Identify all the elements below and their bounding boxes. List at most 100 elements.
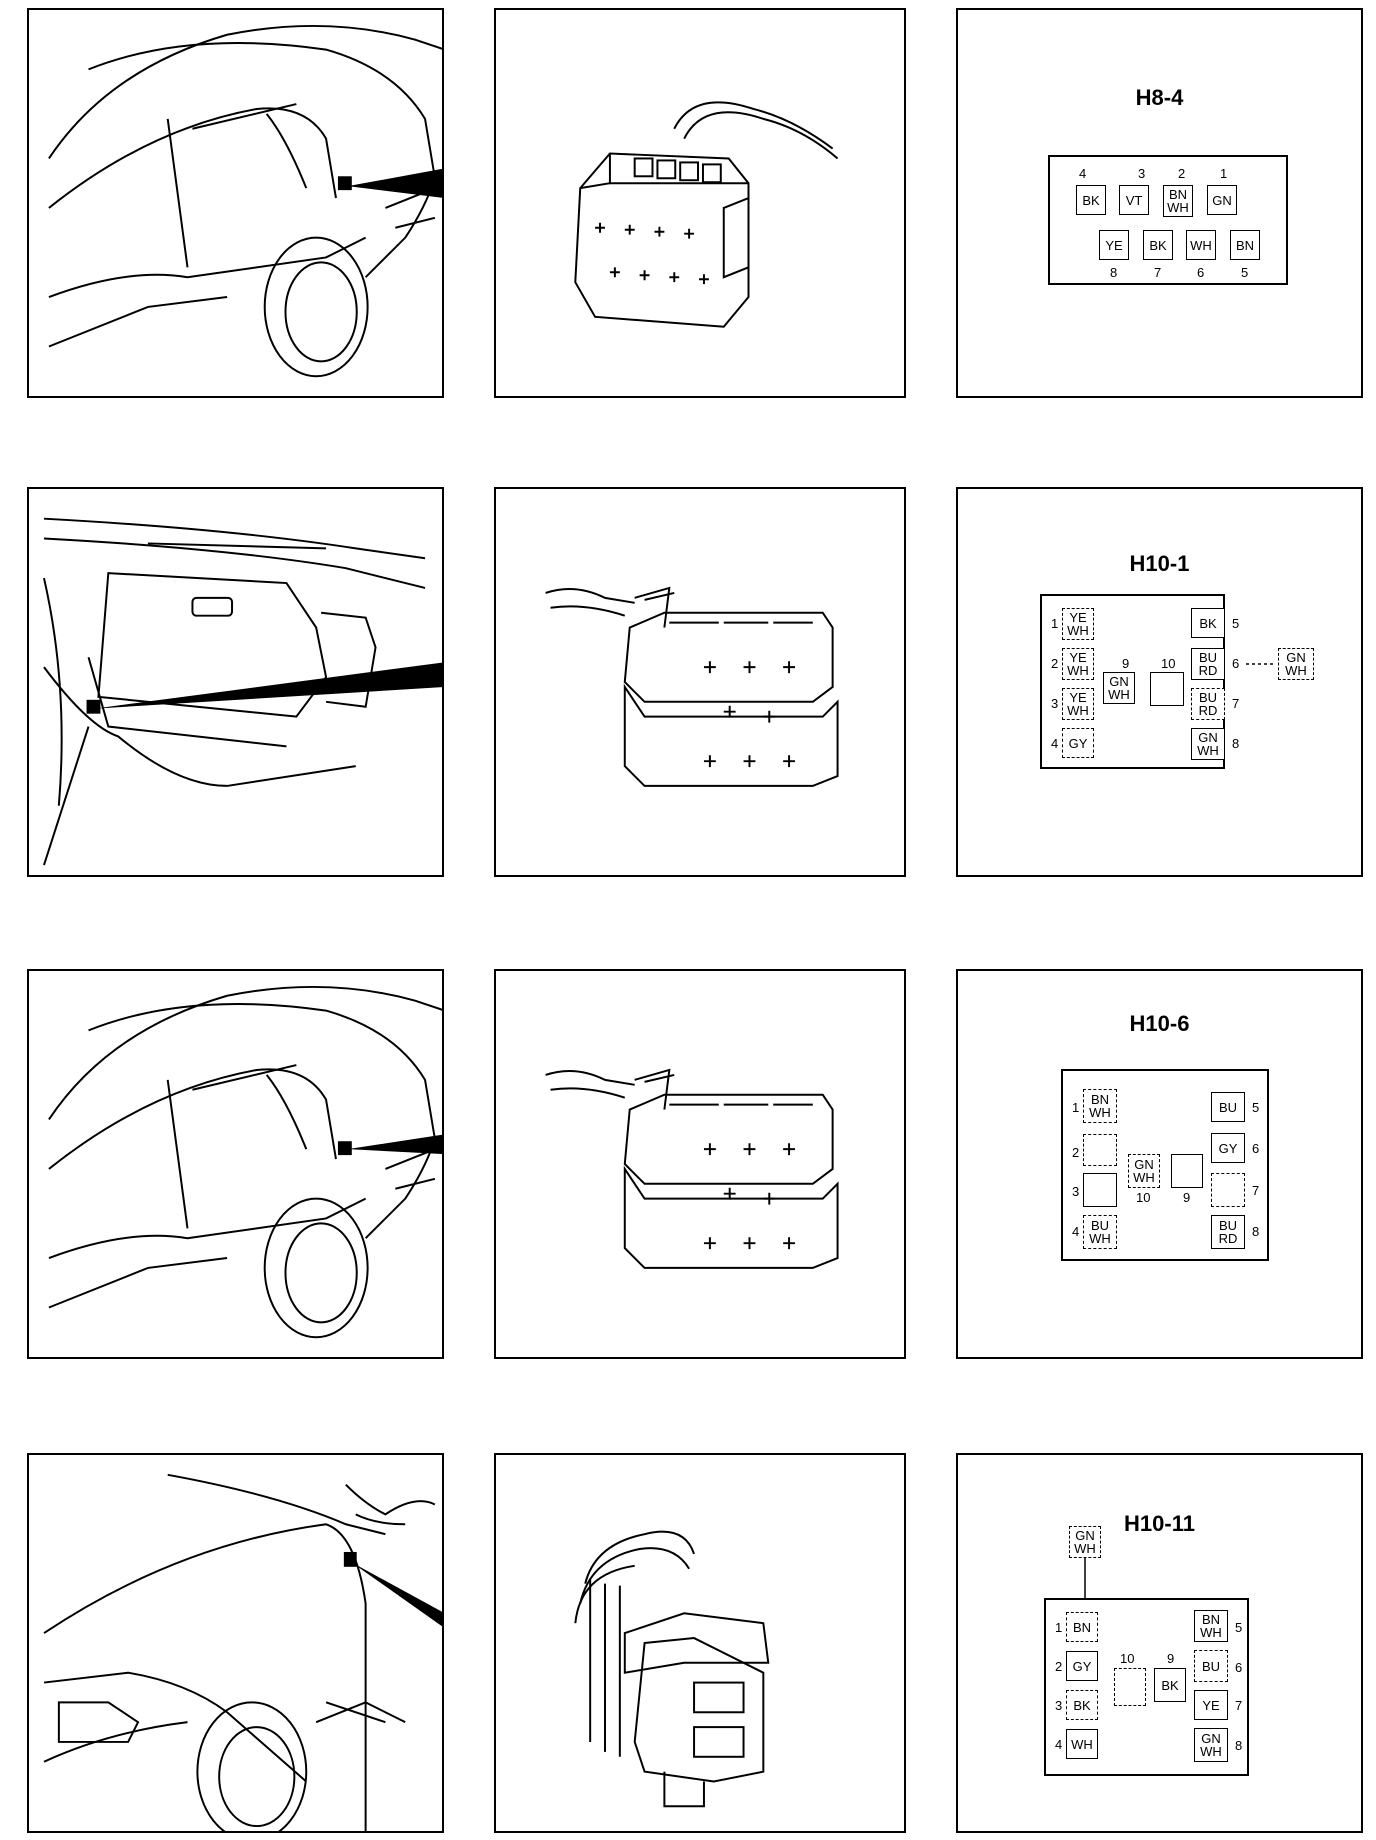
pin-6-wire: WH xyxy=(1186,230,1216,260)
location-marker xyxy=(337,176,352,191)
wire-color: BN xyxy=(1168,187,1188,202)
pin-number: 6 xyxy=(1197,265,1205,280)
pin-1-wire: BN xyxy=(1066,1612,1098,1642)
wire-color: GY xyxy=(1072,1658,1092,1674)
pin-number: 2 xyxy=(1178,166,1186,181)
pin-number: 1 xyxy=(1220,166,1228,181)
pin-number: 4 xyxy=(1051,736,1059,751)
connector-illustration-3 xyxy=(494,969,906,1359)
wire-color: RD xyxy=(1198,703,1218,718)
wire-color: WH xyxy=(1089,1231,1111,1246)
pin-number: 8 xyxy=(1252,1224,1260,1239)
car-location-view-4 xyxy=(27,1453,444,1833)
pin-number: 5 xyxy=(1235,1620,1243,1635)
pin-5-wire: BK xyxy=(1191,608,1225,638)
wire-color: GN xyxy=(1134,1157,1154,1172)
wire-color: BN xyxy=(1201,1612,1221,1627)
pin-number: 8 xyxy=(1232,736,1240,751)
connector-h8-4-illustration xyxy=(574,101,839,328)
wire-color: WH xyxy=(1089,1105,1111,1120)
wire-color: YE xyxy=(1069,690,1087,705)
car-location-view-2 xyxy=(27,487,444,877)
connector-illustration-4 xyxy=(494,1453,906,1833)
connector-illustration-2 xyxy=(494,487,906,877)
pin-number: 7 xyxy=(1252,1183,1260,1198)
pin-7-wire: YE xyxy=(1194,1690,1228,1720)
wire-color: WH xyxy=(1167,200,1189,215)
connector-h10-11-illustration xyxy=(574,1530,770,1808)
pin-5-wire: BU xyxy=(1211,1092,1245,1122)
wire-color: GN xyxy=(1075,1528,1095,1543)
wire-color: WH xyxy=(1067,703,1089,718)
car-rear-side-illustration xyxy=(48,985,442,1339)
pin-number: 3 xyxy=(1072,1184,1080,1199)
wire-color: BK xyxy=(1082,192,1100,208)
dashboard-interior-illustration xyxy=(43,517,442,866)
wire-color: BN xyxy=(1090,1092,1110,1107)
connector-h10-1-illustration xyxy=(545,586,839,787)
pin-number: 3 xyxy=(1138,166,1146,181)
pin-number: 3 xyxy=(1055,1698,1063,1713)
pin-number: 4 xyxy=(1055,1737,1063,1752)
pin-number: 6 xyxy=(1235,1660,1243,1675)
pin-4-wire: GN xyxy=(1207,185,1237,215)
wire-color: YE xyxy=(1105,237,1123,253)
pin-2-wire: GY xyxy=(1066,1651,1098,1681)
wire-color: WH xyxy=(1108,687,1130,702)
wire-color: RD xyxy=(1218,1231,1238,1246)
wire-color: RD xyxy=(1198,663,1218,678)
wire-color: WH xyxy=(1067,623,1089,638)
connector-id-label: H10-6 xyxy=(1129,1011,1190,1036)
pin-number: 6 xyxy=(1232,656,1240,671)
wire-color: BK xyxy=(1199,615,1217,631)
pin-number: 2 xyxy=(1072,1145,1080,1160)
wire-color: BK xyxy=(1149,237,1167,253)
wire-color: BN xyxy=(1235,237,1255,253)
pin-number: 4 xyxy=(1079,166,1087,181)
pin-5-wire: BN xyxy=(1230,230,1260,260)
pin-number: 8 xyxy=(1235,1738,1243,1753)
pin-number: 3 xyxy=(1051,696,1059,711)
location-marker xyxy=(337,1141,352,1156)
car-rear-side-illustration xyxy=(48,24,442,378)
wire-color: BK xyxy=(1073,1697,1091,1713)
pin-number: 6 xyxy=(1252,1141,1260,1156)
pin-10-wire xyxy=(1114,1668,1146,1706)
pin-10-wire xyxy=(1150,672,1184,706)
pin-number: 10 xyxy=(1120,1651,1135,1666)
wire-color: BU xyxy=(1198,690,1218,705)
wire-color: WH xyxy=(1190,237,1212,253)
pin-number: 7 xyxy=(1235,1698,1243,1713)
pin-number: 2 xyxy=(1051,656,1059,671)
pin-2-wire xyxy=(1083,1134,1117,1166)
wire-color: VT xyxy=(1125,192,1143,208)
pin-number: 8 xyxy=(1110,265,1118,280)
pin-3-wire xyxy=(1083,1173,1117,1207)
wire-color: WH xyxy=(1074,1541,1096,1556)
wire-color: YE xyxy=(1069,650,1087,665)
pin-4-wire: WH xyxy=(1066,1729,1098,1759)
wire-color: BU xyxy=(1201,1658,1221,1674)
pin-number: 9 xyxy=(1167,1651,1175,1666)
pin-number: 5 xyxy=(1241,265,1249,280)
pin-number: 5 xyxy=(1252,1100,1260,1115)
pin-7-wire xyxy=(1211,1173,1245,1207)
pin-number: 10 xyxy=(1161,656,1176,671)
wire-color: WH xyxy=(1197,743,1219,758)
car-location-view-1 xyxy=(27,8,444,398)
wire-color: GN xyxy=(1286,650,1306,665)
pin-number: 1 xyxy=(1051,616,1059,631)
pin-number: 1 xyxy=(1055,1620,1063,1635)
connector-outline xyxy=(1040,594,1225,769)
